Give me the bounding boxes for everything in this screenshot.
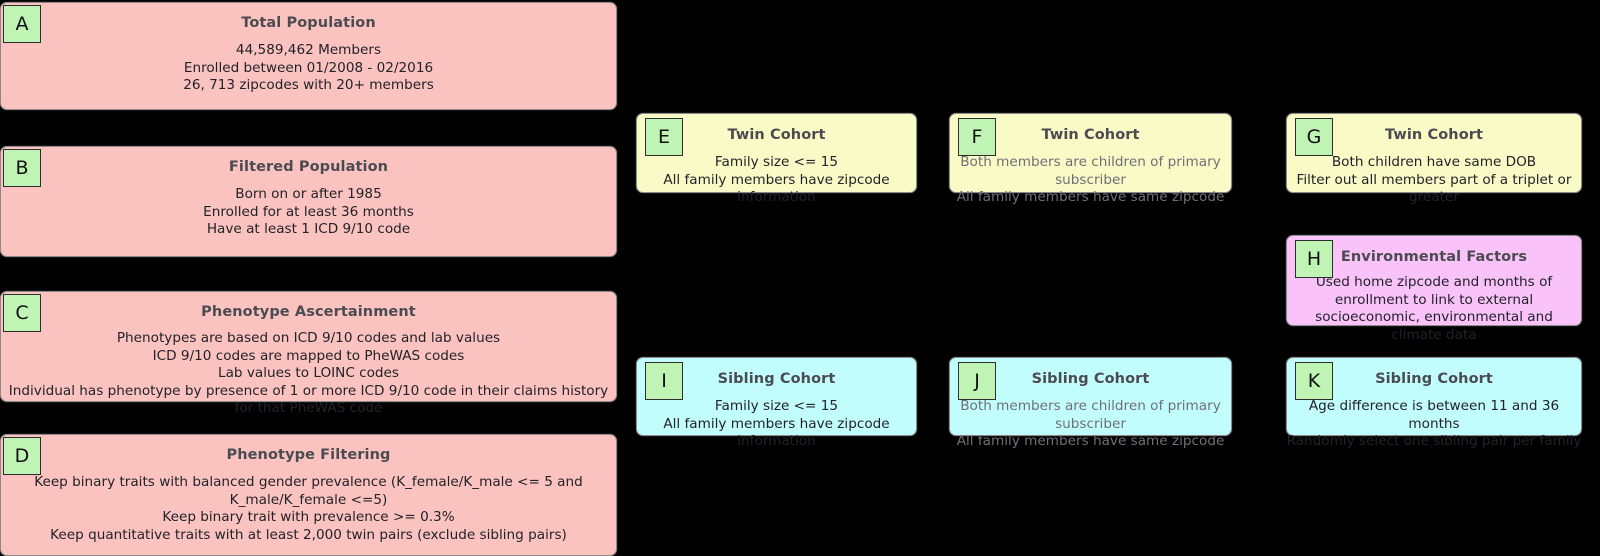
node-j-letter-badge: J [958, 362, 996, 400]
node-k-title: Sibling Cohort [1375, 371, 1493, 387]
node-f-twin-cohort[interactable]: F Twin Cohort Both members are children … [949, 113, 1232, 205]
node-j-sibling-cohort[interactable]: J Sibling Cohort Both members are childr… [949, 357, 1232, 449]
node-c-phenotype-ascertainment[interactable]: C Phenotype Ascertainment Phenotypes are… [0, 291, 617, 416]
node-c-body: Phenotypes are based on ICD 9/10 codes a… [8, 330, 609, 416]
node-i-letter-badge: I [645, 362, 683, 400]
node-f-letter-badge: F [958, 118, 996, 156]
node-a-title: Total Population [241, 15, 376, 31]
node-a-letter-badge: A [3, 5, 41, 43]
node-b-title: Filtered Population [228, 159, 389, 175]
node-k-body: Age difference is between 11 and 36 mont… [1286, 398, 1582, 449]
node-b-body: Born on or after 1985 Enrolled for at le… [203, 186, 414, 237]
node-k-letter-badge: K [1295, 362, 1333, 400]
node-e-title: Twin Cohort [727, 127, 826, 143]
node-f-title: Twin Cohort [1041, 127, 1140, 143]
node-e-letter-badge: E [645, 118, 683, 156]
node-k-sibling-cohort[interactable]: K Sibling Cohort Age difference is betwe… [1286, 357, 1582, 449]
node-h-title: Environmental Factors [1340, 249, 1528, 265]
node-i-body: Family size <= 15 All family members hav… [663, 398, 890, 449]
node-e-body: Family size <= 15 All family members hav… [663, 154, 890, 205]
node-c-letter-badge: C [3, 294, 41, 332]
node-c-title: Phenotype Ascertainment [201, 304, 416, 320]
node-d-letter-badge: D [3, 437, 41, 475]
node-h-body: Used home zipcode and months of enrollme… [1315, 274, 1553, 343]
node-d-phenotype-filtering[interactable]: D Phenotype Filtering Keep binary traits… [0, 434, 617, 556]
node-g-twin-cohort[interactable]: G Twin Cohort Both children have same DO… [1286, 113, 1582, 205]
node-b-letter-badge: B [3, 149, 41, 187]
node-b-filtered-population[interactable]: B Filtered Population Born on or after 1… [0, 146, 617, 257]
node-g-body: Both children have same DOB Filter out a… [1296, 154, 1572, 205]
node-i-sibling-cohort[interactable]: I Sibling Cohort Family size <= 15 All f… [636, 357, 917, 449]
node-h-letter-badge: H [1295, 240, 1333, 278]
node-i-title: Sibling Cohort [717, 371, 836, 387]
node-a-total-population[interactable]: A Total Population 44,589,462 Members En… [0, 2, 617, 110]
node-h-environmental-factors[interactable]: H Environmental Factors Used home zipcod… [1286, 235, 1582, 343]
node-g-title: Twin Cohort [1384, 127, 1484, 143]
node-j-title: Sibling Cohort [1031, 371, 1150, 387]
node-d-body: Keep binary traits with balanced gender … [34, 474, 583, 543]
node-e-twin-cohort[interactable]: E Twin Cohort Family size <= 15 All fami… [636, 113, 917, 205]
node-d-title: Phenotype Filtering [226, 447, 391, 463]
node-j-body: Both members are children of primary sub… [956, 398, 1225, 449]
node-f-body: Both members are children of primary sub… [956, 154, 1225, 205]
node-g-letter-badge: G [1295, 118, 1333, 156]
node-a-body: 44,589,462 Members Enrolled between 01/2… [183, 42, 434, 93]
